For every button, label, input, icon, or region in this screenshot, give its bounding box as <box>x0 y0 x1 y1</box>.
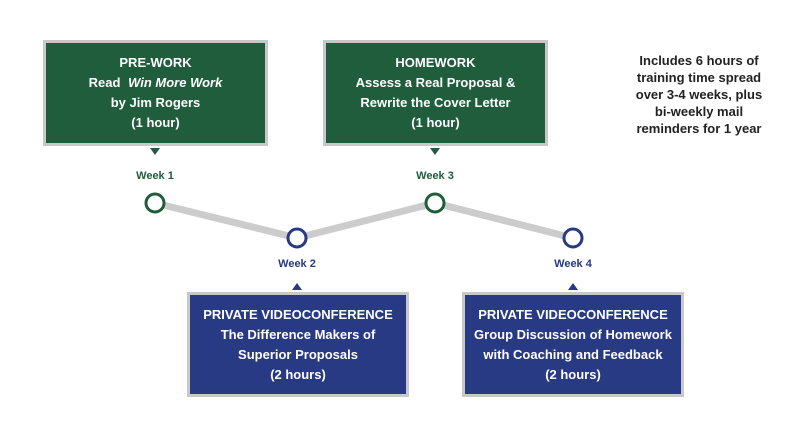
homework-box: HOMEWORK Assess a Real Proposal & Rewrit… <box>323 40 548 146</box>
note-line-2: training time spread <box>636 70 762 85</box>
homework-duration: (1 hour) <box>411 115 460 130</box>
video1-line1: The Difference Makers of <box>220 326 376 342</box>
homework-pointer <box>430 148 440 155</box>
program-summary-note: Includes 6 hours of training time spread… <box>615 52 783 137</box>
prework-book-title: Win More Work <box>128 75 223 90</box>
week-1-label: Week 1 <box>136 170 174 182</box>
video1-title: PRIVATE VIDEOCONFERENCE <box>203 306 393 322</box>
week-2-node <box>286 227 308 249</box>
prework-line1: Read Win More Work <box>89 73 223 93</box>
homework-line2: Rewrite the Cover Letter <box>360 95 511 110</box>
week-1-node <box>144 192 166 214</box>
video2-line1: Group Discussion of Homework <box>474 326 672 342</box>
prework-duration: (1 hour) <box>131 115 180 130</box>
prework-read-label: Read <box>88 75 121 90</box>
video1-duration: (2 hours) <box>270 366 326 382</box>
videoconference-2-box: PRIVATE VIDEOCONFERENCE Group Discussion… <box>462 292 684 397</box>
video2-duration: (2 hours) <box>545 366 601 382</box>
homework-title: HOMEWORK <box>395 55 476 70</box>
week-2-label: Week 2 <box>278 258 316 270</box>
week-4-node <box>562 227 584 249</box>
videoconference-1-box: PRIVATE VIDEOCONFERENCE The Difference M… <box>187 292 409 397</box>
video2-title: PRIVATE VIDEOCONFERENCE <box>478 306 668 322</box>
prework-line2: by Jim Rogers <box>110 95 201 110</box>
prework-box: PRE-WORK Read Win More Work by Jim Roger… <box>43 40 268 146</box>
week-3-node <box>424 192 446 214</box>
note-line-5: reminders for 1 year <box>636 121 762 136</box>
note-line-1: Includes 6 hours of <box>639 53 759 68</box>
week-3-label: Week 3 <box>416 170 454 182</box>
homework-line1: Assess a Real Proposal & <box>355 75 516 90</box>
note-line-4: bi-weekly mail <box>654 104 744 119</box>
video2-pointer <box>568 283 578 290</box>
note-line-3: over 3-4 weeks, plus <box>635 87 763 102</box>
video1-pointer <box>292 283 302 290</box>
timeline-connector <box>151 199 577 242</box>
video1-line2: Superior Proposals <box>238 346 358 362</box>
week-4-label: Week 4 <box>554 258 592 270</box>
prework-title: PRE-WORK <box>119 55 192 70</box>
prework-pointer <box>150 148 160 155</box>
video2-line2: with Coaching and Feedback <box>483 346 663 362</box>
